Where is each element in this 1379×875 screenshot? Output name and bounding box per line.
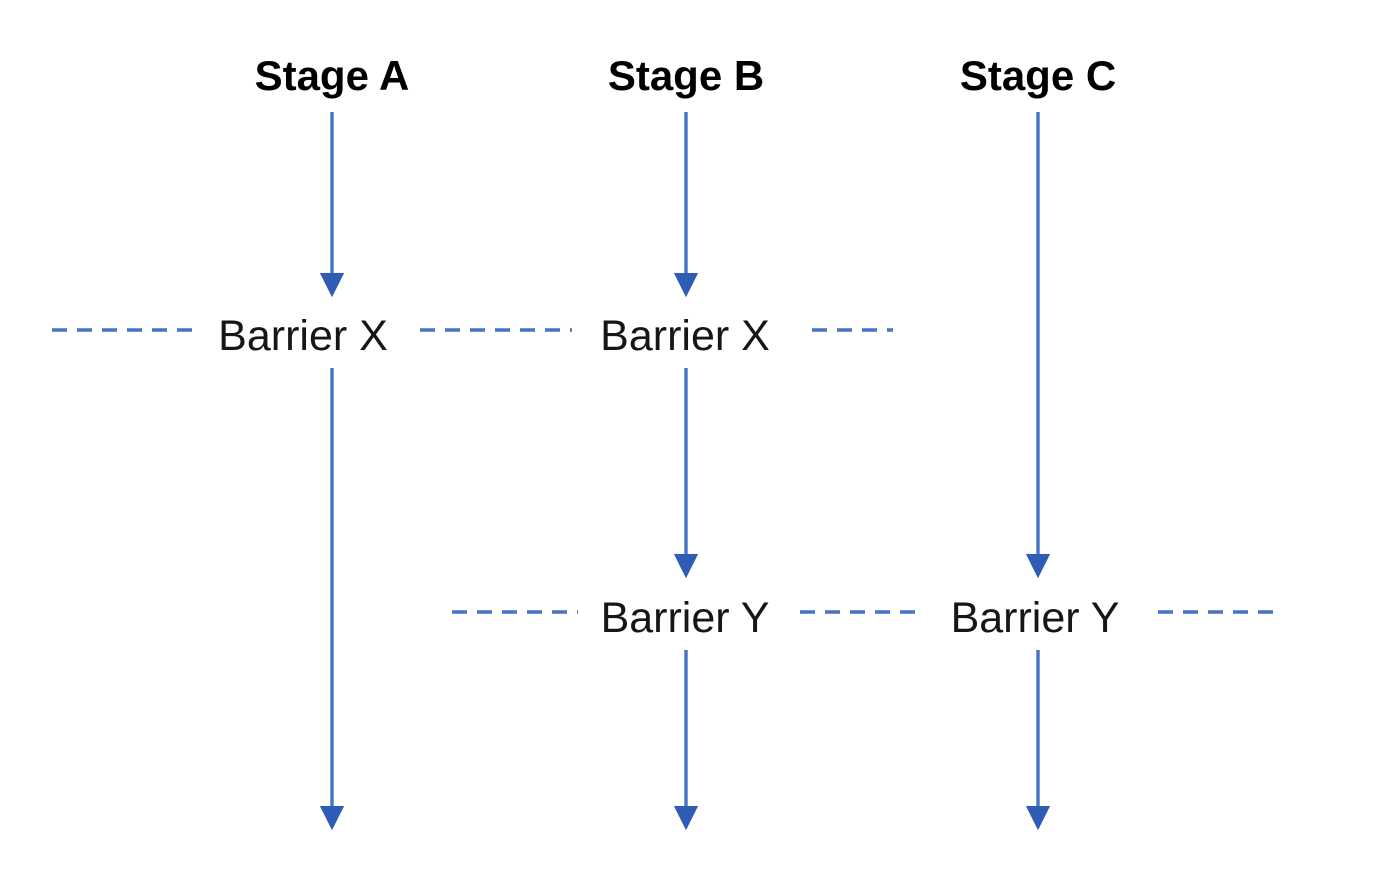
stage-label-group: Stage A Stage B Stage C xyxy=(255,52,1117,99)
barrier-label-group: Barrier X Barrier X Barrier Y Barrier Y xyxy=(218,312,1119,642)
stage-label-stage-b: Stage B xyxy=(608,52,764,99)
arrow-group xyxy=(319,112,1051,831)
barrier-label-barrier-x-b: Barrier X xyxy=(600,312,770,360)
stage-label-stage-c: Stage C xyxy=(960,52,1116,99)
barrier-label-barrier-y-b: Barrier Y xyxy=(601,594,770,642)
dashed-connector-group xyxy=(52,328,1283,614)
stage-label-stage-a: Stage A xyxy=(255,52,410,99)
barrier-label-barrier-x-a: Barrier X xyxy=(218,312,388,360)
barrier-label-barrier-y-c: Barrier Y xyxy=(951,594,1120,642)
